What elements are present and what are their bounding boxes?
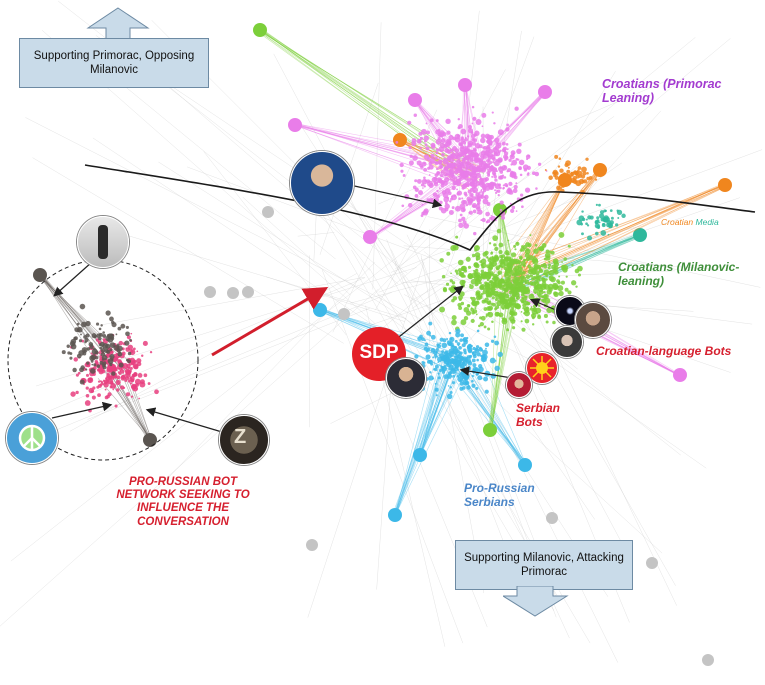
arrow-person-standing [55,262,92,295]
label-croatians-milanovic: Croatians (Milanovic-leaning) [618,261,748,289]
hub-node-9 [393,133,407,147]
label-croatian: Croatian Media [661,218,719,228]
hub-node-12 [413,448,427,462]
hub-node-10 [388,508,402,522]
avatar-person-standing [77,216,129,268]
gray-node-8 [262,206,274,218]
gray-node-6 [702,654,714,666]
gray-node-3 [338,308,350,320]
arrow-z-coin [148,410,222,432]
hub-node-2 [458,78,472,92]
hub-node-17 [33,268,47,282]
gray-node-1 [242,286,254,298]
hub-node-0 [253,23,267,37]
hub-node-11 [518,458,532,472]
avatar-z-coin: Z [219,415,269,465]
red-influence-arrow [212,290,323,355]
gray-node-5 [546,512,558,524]
up-arrow-icon [58,6,178,41]
hub-node-15 [483,423,497,437]
label-croatian-bots: Croatian-language Bots [596,345,731,359]
hub-node-4 [408,93,422,107]
box-supporting-primorac: Supporting Primorac, Opposing Milanovic [19,38,209,88]
label-pro-russian-network: PRO-RUSSIAN BOT NETWORK SEEKING TO INFLU… [104,476,262,529]
label-pro-russian-serbians: Pro-Russian Serbians [464,482,559,510]
gray-node-0 [227,287,239,299]
label-croatians-primorac: Croatians (Primorac Leaning) [602,77,742,106]
avatar-milanovic [386,358,426,398]
gray-node-2 [204,286,216,298]
hub-node-5 [363,230,377,244]
hub-node-3 [538,85,552,99]
gray-node-7 [646,557,658,569]
hub-node-6 [633,228,647,242]
avatar-peace-globe [6,412,58,464]
label-media: Media [696,217,719,227]
avatar-primorac [290,151,354,215]
hub-node-1 [288,118,302,132]
hub-node-19 [673,368,687,382]
avatar-bot-child [551,326,583,358]
hub-node-13 [313,303,327,317]
hub-node-18 [143,433,157,447]
down-arrow-icon [503,586,583,618]
hub-node-7 [718,178,732,192]
gray-node-4 [306,539,318,551]
hub-node-8 [593,163,607,177]
avatar-serbian-bot [506,372,532,398]
label-serbian-bots: Serbian Bots [516,402,566,430]
box-supporting-milanovic: Supporting Milanovic, Attacking Primorac [455,540,633,590]
